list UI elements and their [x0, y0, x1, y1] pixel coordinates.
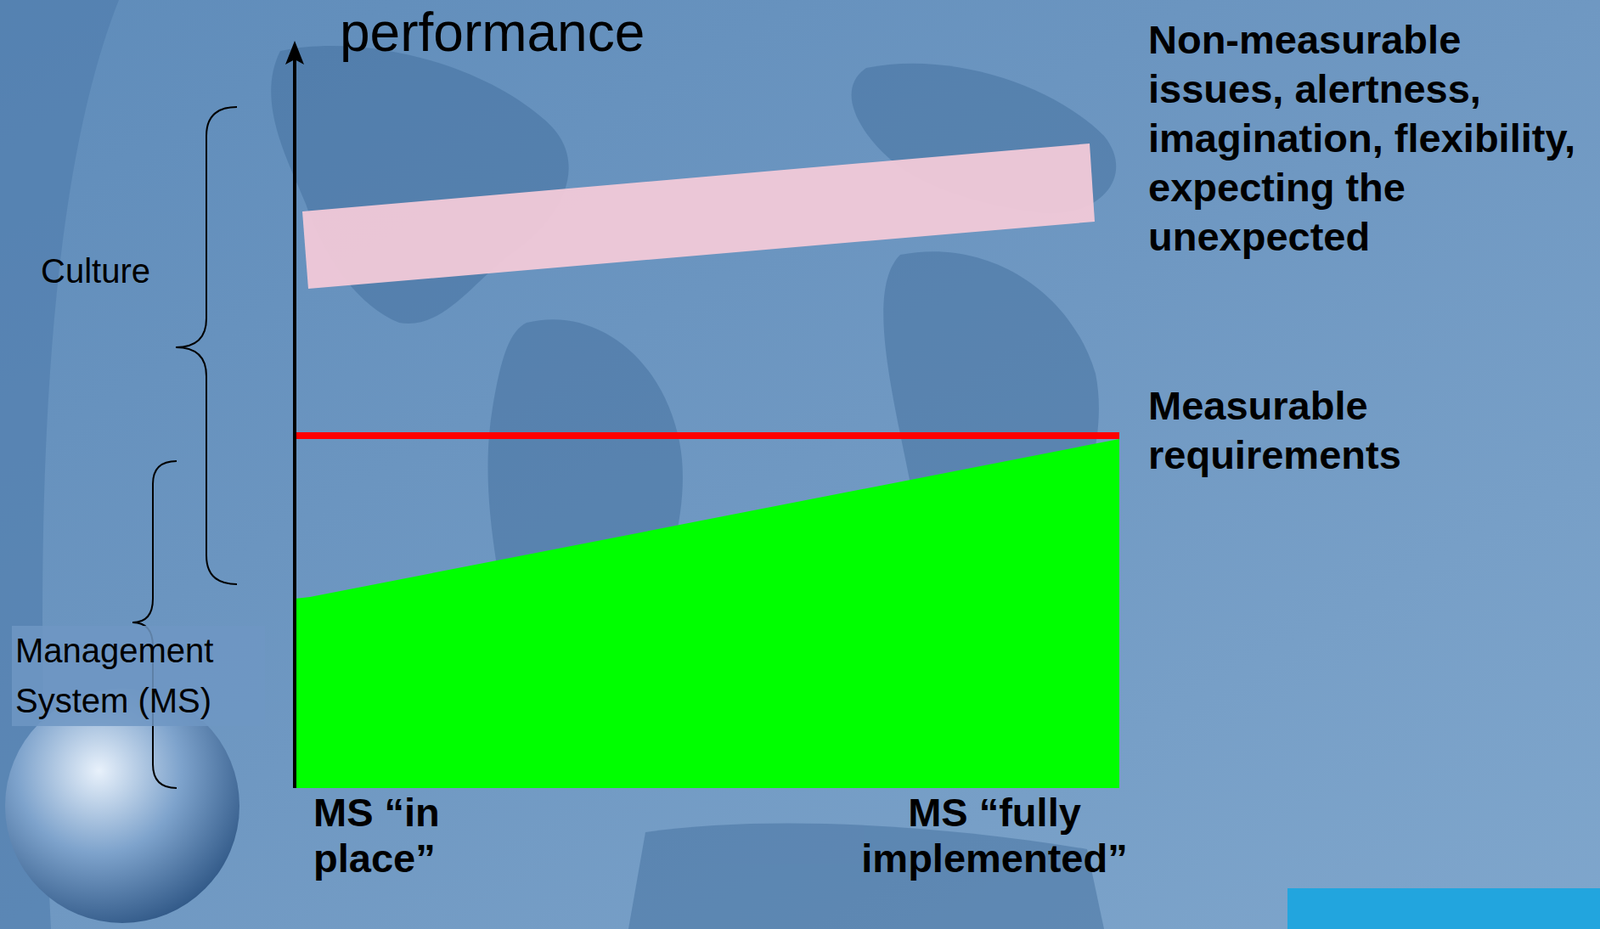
culture-note: Non-measurable issues, alertness, imagin… [1148, 15, 1595, 262]
axis-start-label: MS “in place” [313, 789, 536, 882]
axis-arrowhead [285, 40, 305, 65]
y-axis [292, 50, 297, 789]
culture-label: Culture [40, 250, 203, 292]
management-brace [132, 461, 177, 789]
requirements-note: Measurable requirements [1148, 381, 1595, 480]
management-system-area [294, 439, 1120, 789]
corner-bar [1287, 888, 1600, 929]
requirement-line [294, 432, 1120, 440]
axis-end-label: MS “fully implemented” [850, 789, 1139, 882]
culture-band [302, 143, 1095, 289]
culture-brace [175, 107, 237, 585]
axis-title: performance [339, 0, 697, 65]
management-label: Management System (MS) [11, 625, 265, 727]
